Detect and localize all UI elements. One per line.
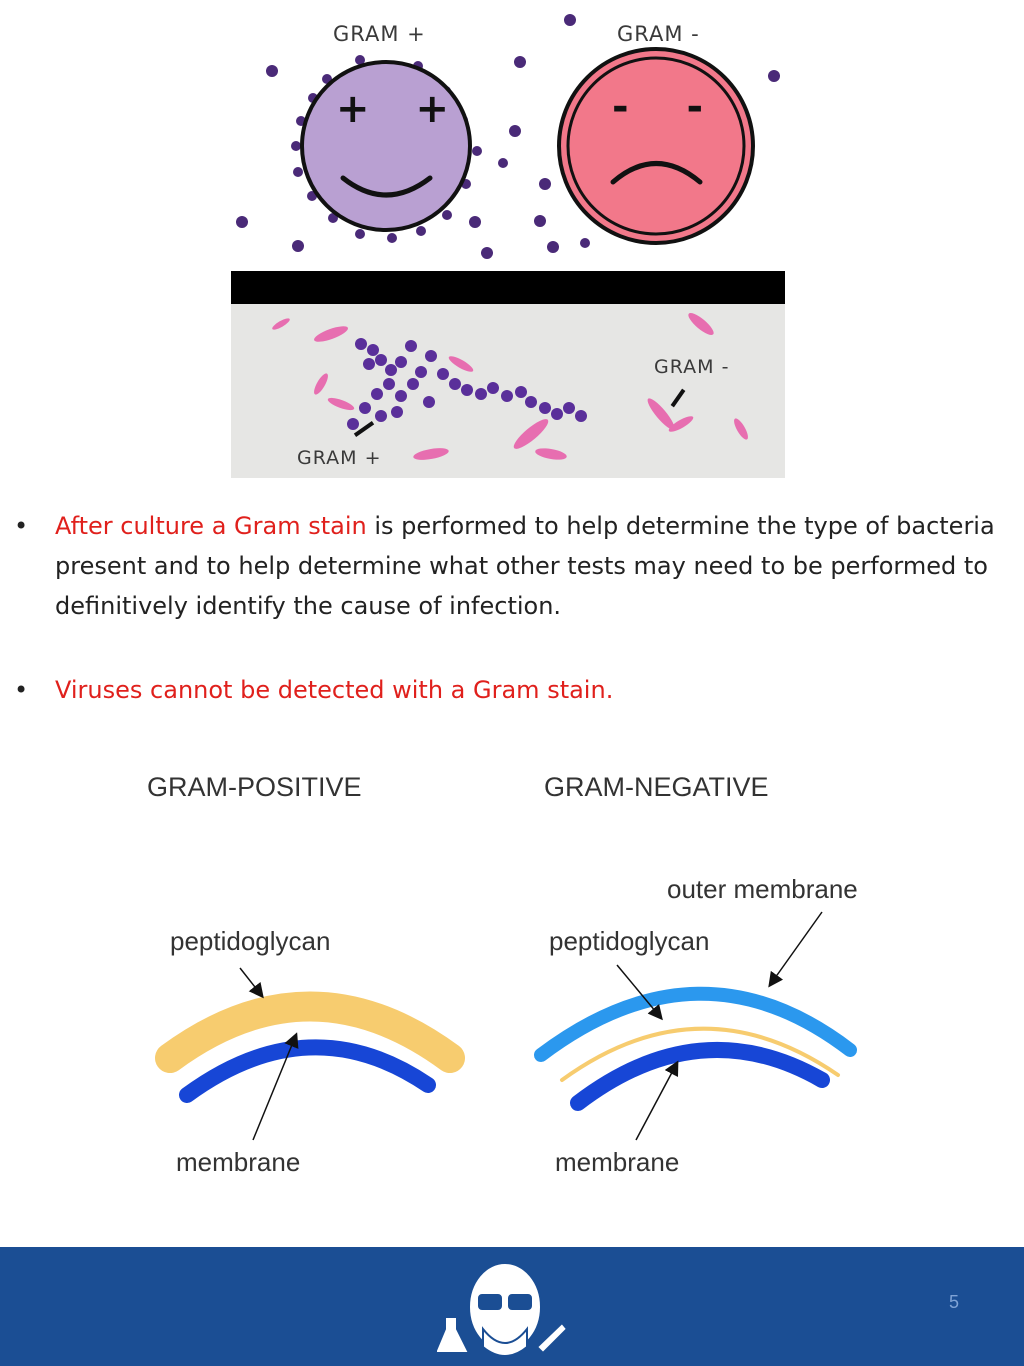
membrane-layer [179,1039,436,1103]
gram-negative-title: GRAM-NEGATIVE [544,772,769,802]
micrograph-image [272,313,748,460]
peptidoglycan-label: peptidoglycan [170,926,331,956]
membrane-label: membrane [176,1147,301,1177]
plus-signs: + + [336,86,465,132]
gram-positive-title: GRAM-POSITIVE [147,772,362,802]
micro-gram-negative-label: GRAM - [654,356,730,378]
bullet-highlight: After culture a Gram stain [55,512,367,540]
micrograph-panel [231,304,785,478]
outer-membrane-layer [534,986,857,1062]
footer-bar: 5 [0,1247,1024,1366]
frown-mouth-icon [610,161,703,185]
page-number: 5 [948,1292,959,1312]
stain-dots [236,14,780,259]
cell-wall-diagram [155,911,857,1141]
bullet-marker: • [14,676,29,704]
membrane-label: membrane [555,1147,680,1177]
bullet-highlight: Viruses cannot be detected with a Gram s… [55,676,614,704]
gram-negative-face [557,47,755,245]
minus-signs: - - [612,84,726,130]
thin-peptidoglycan-layer [560,1026,840,1082]
membrane-layer [570,1041,830,1111]
bullet-item: • Viruses cannot be detected with a Gram… [14,670,1004,710]
gram-positive-label: GRAM + [333,22,426,46]
micro-gram-positive-label: GRAM + [297,447,382,469]
divider-bar [231,271,785,304]
peptidoglycan-layer [155,991,465,1073]
peptidoglycan-label: peptidoglycan [549,926,710,956]
gram-smiley-figure [236,14,780,259]
smile-mouth-icon [340,175,433,198]
gram-negative-label: GRAM - [617,22,700,46]
bullet-marker: • [14,512,29,540]
gram-positive-face [300,60,472,232]
bullet-item: • After culture a Gram stain is performe… [14,506,1004,626]
outer-membrane-label: outer membrane [667,874,858,904]
scientist-mascot-icon [437,1262,569,1357]
bullet-text: is performed to help determine the type … [55,512,995,620]
